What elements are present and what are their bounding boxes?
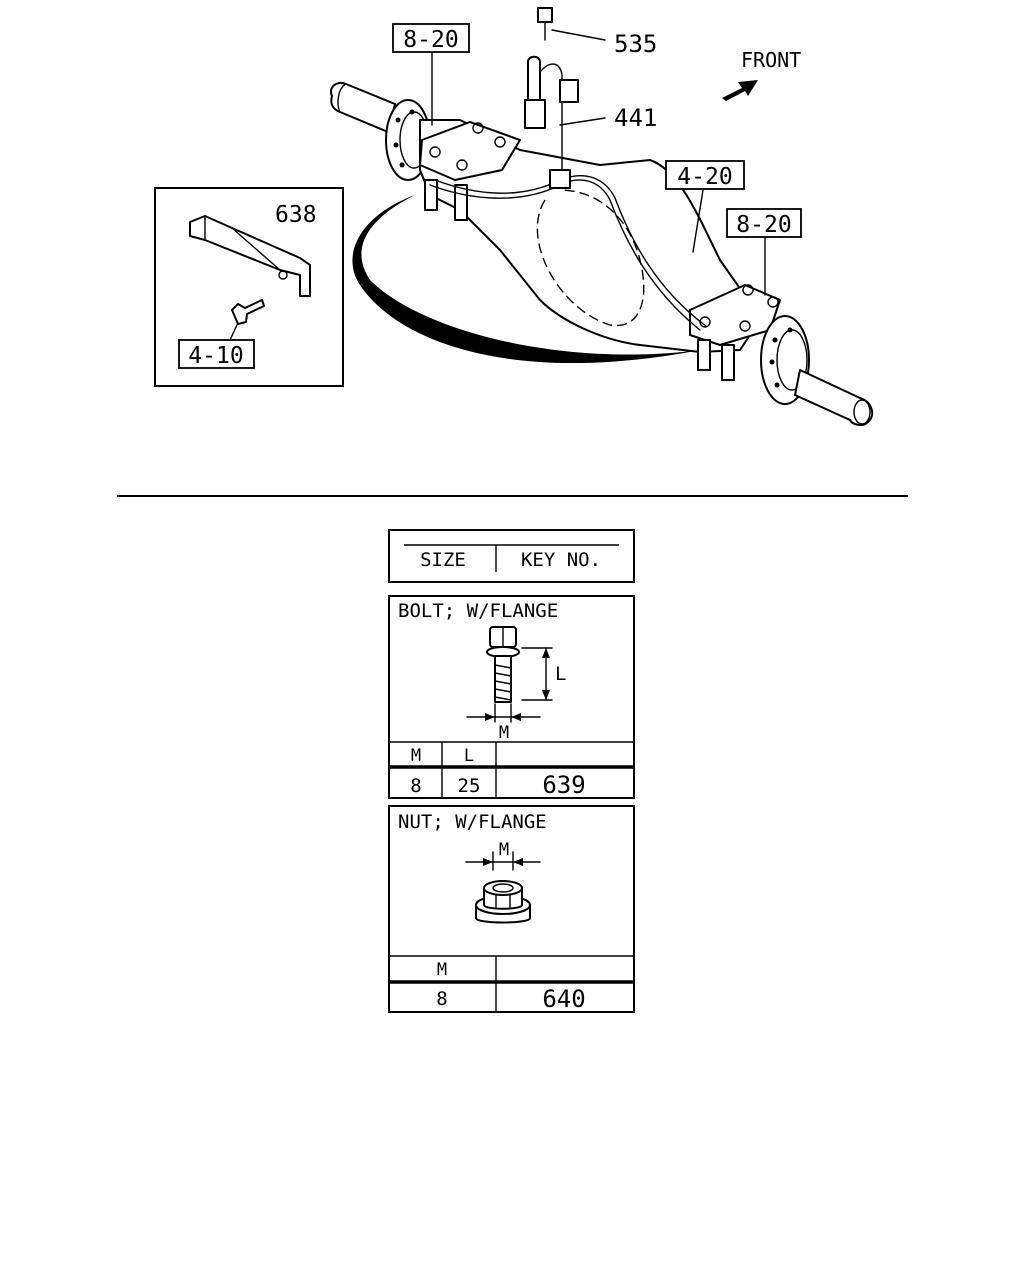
bolt-panel: BOLT; W/FLANGE L M M (388, 595, 635, 799)
front-arrow: FRONT (722, 48, 801, 101)
callout-441: 441 (614, 104, 657, 132)
bolt-col-l: L (464, 746, 474, 766)
callout-4-20: 4-20 (665, 160, 745, 190)
bolt-key-no: 639 (542, 771, 585, 799)
nut-dim-m: M (499, 840, 509, 860)
nut-icon (475, 880, 531, 924)
size-header: SIZE (420, 549, 466, 571)
bolt-title: BOLT; W/FLANGE (398, 600, 558, 622)
callout-4-10: 4-10 (188, 343, 243, 369)
size-key-header: SIZE KEY NO. (388, 529, 635, 583)
bolt-icon (486, 626, 520, 703)
svg-text:8-20: 8-20 (736, 212, 791, 238)
bolt-dim-m: M (499, 723, 509, 743)
svg-text:4-20: 4-20 (677, 164, 732, 190)
nut-col-m: M (437, 960, 447, 980)
bolt-l-value: 25 (458, 775, 481, 797)
nut-title: NUT; W/FLANGE (398, 811, 547, 833)
nut-panel: NUT; W/FLANGE M M 8 640 (388, 805, 635, 1013)
rear-axle-assembly (330, 7, 874, 427)
svg-text:8-20: 8-20 (403, 27, 458, 53)
bolt-col-m: M (411, 746, 421, 766)
inset-detail-638: 638 4-10 (154, 187, 344, 387)
nut-key-no: 640 (542, 985, 585, 1013)
callout-8-20-left: 8-20 (392, 23, 470, 53)
callout-638: 638 (275, 202, 317, 228)
front-label: FRONT (741, 48, 801, 72)
callout-535: 535 (614, 30, 657, 58)
key-no-header: KEY NO. (521, 549, 601, 571)
bolt-dim-l: L (555, 663, 566, 685)
nut-m-value: 8 (436, 988, 447, 1010)
callout-8-20-right: 8-20 (726, 208, 802, 238)
bolt-m-value: 8 (410, 775, 421, 797)
